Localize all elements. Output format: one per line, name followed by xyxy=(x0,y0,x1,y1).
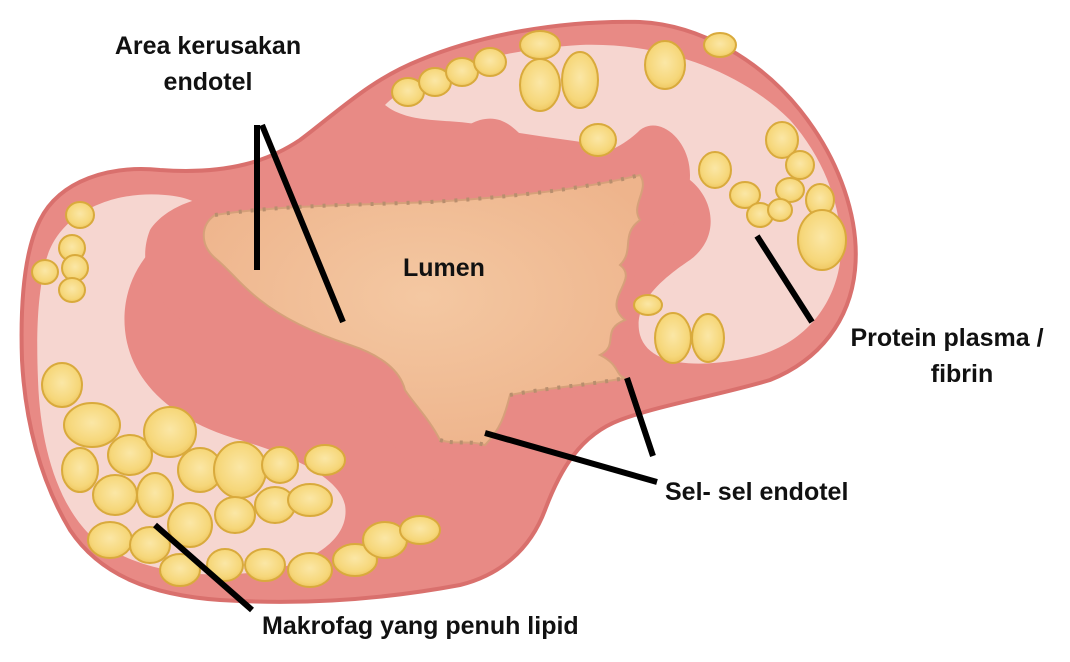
lipid-cell xyxy=(562,52,598,108)
lipid-cell xyxy=(66,202,94,228)
lipid-cell xyxy=(520,31,560,59)
lipid-cell xyxy=(214,442,266,498)
lipid-cell xyxy=(42,363,82,407)
label-protein-fibrin-line1: Protein plasma / xyxy=(832,320,1062,356)
lipid-cell xyxy=(400,516,440,544)
lipid-cell xyxy=(768,199,792,221)
lipid-cell xyxy=(64,403,120,447)
lipid-cell xyxy=(288,484,332,516)
label-protein-fibrin-line2: fibrin xyxy=(832,356,1062,392)
lipid-cell xyxy=(786,151,814,179)
lipid-cell xyxy=(59,278,85,302)
lipid-cell xyxy=(288,553,332,587)
lipid-cell xyxy=(305,445,345,475)
label-endothelial-damage-line2: endotel xyxy=(88,64,328,100)
lipid-cell xyxy=(699,152,731,188)
label-lumen: Lumen xyxy=(403,250,485,286)
lipid-cell xyxy=(655,313,691,363)
lipid-cell xyxy=(137,473,173,517)
lipid-cell xyxy=(93,475,137,515)
lipid-cell xyxy=(88,522,132,558)
lipid-cell xyxy=(645,41,685,89)
lipid-cell xyxy=(692,314,724,362)
lipid-cell xyxy=(798,210,846,270)
lipid-cell xyxy=(215,497,255,533)
lipid-cell xyxy=(62,448,98,492)
lipid-cell xyxy=(474,48,506,76)
lipid-cell xyxy=(245,549,285,581)
lipid-cell xyxy=(262,447,298,483)
lipid-cell xyxy=(32,260,58,284)
label-endothelial-damage-line1: Area kerusakan xyxy=(88,28,328,64)
label-endothelial-damage: Area kerusakan endotel xyxy=(88,28,328,100)
label-protein-fibrin: Protein plasma / fibrin xyxy=(832,320,1062,392)
lipid-cell xyxy=(520,59,560,111)
lipid-cell xyxy=(634,295,662,315)
label-macrophage: Makrofag yang penuh lipid xyxy=(262,608,579,644)
lipid-cell xyxy=(62,255,88,281)
lipid-cell xyxy=(144,407,196,457)
lipid-cell xyxy=(580,124,616,156)
lipid-cell xyxy=(704,33,736,57)
label-endothelial-cells: Sel- sel endotel xyxy=(665,474,848,510)
